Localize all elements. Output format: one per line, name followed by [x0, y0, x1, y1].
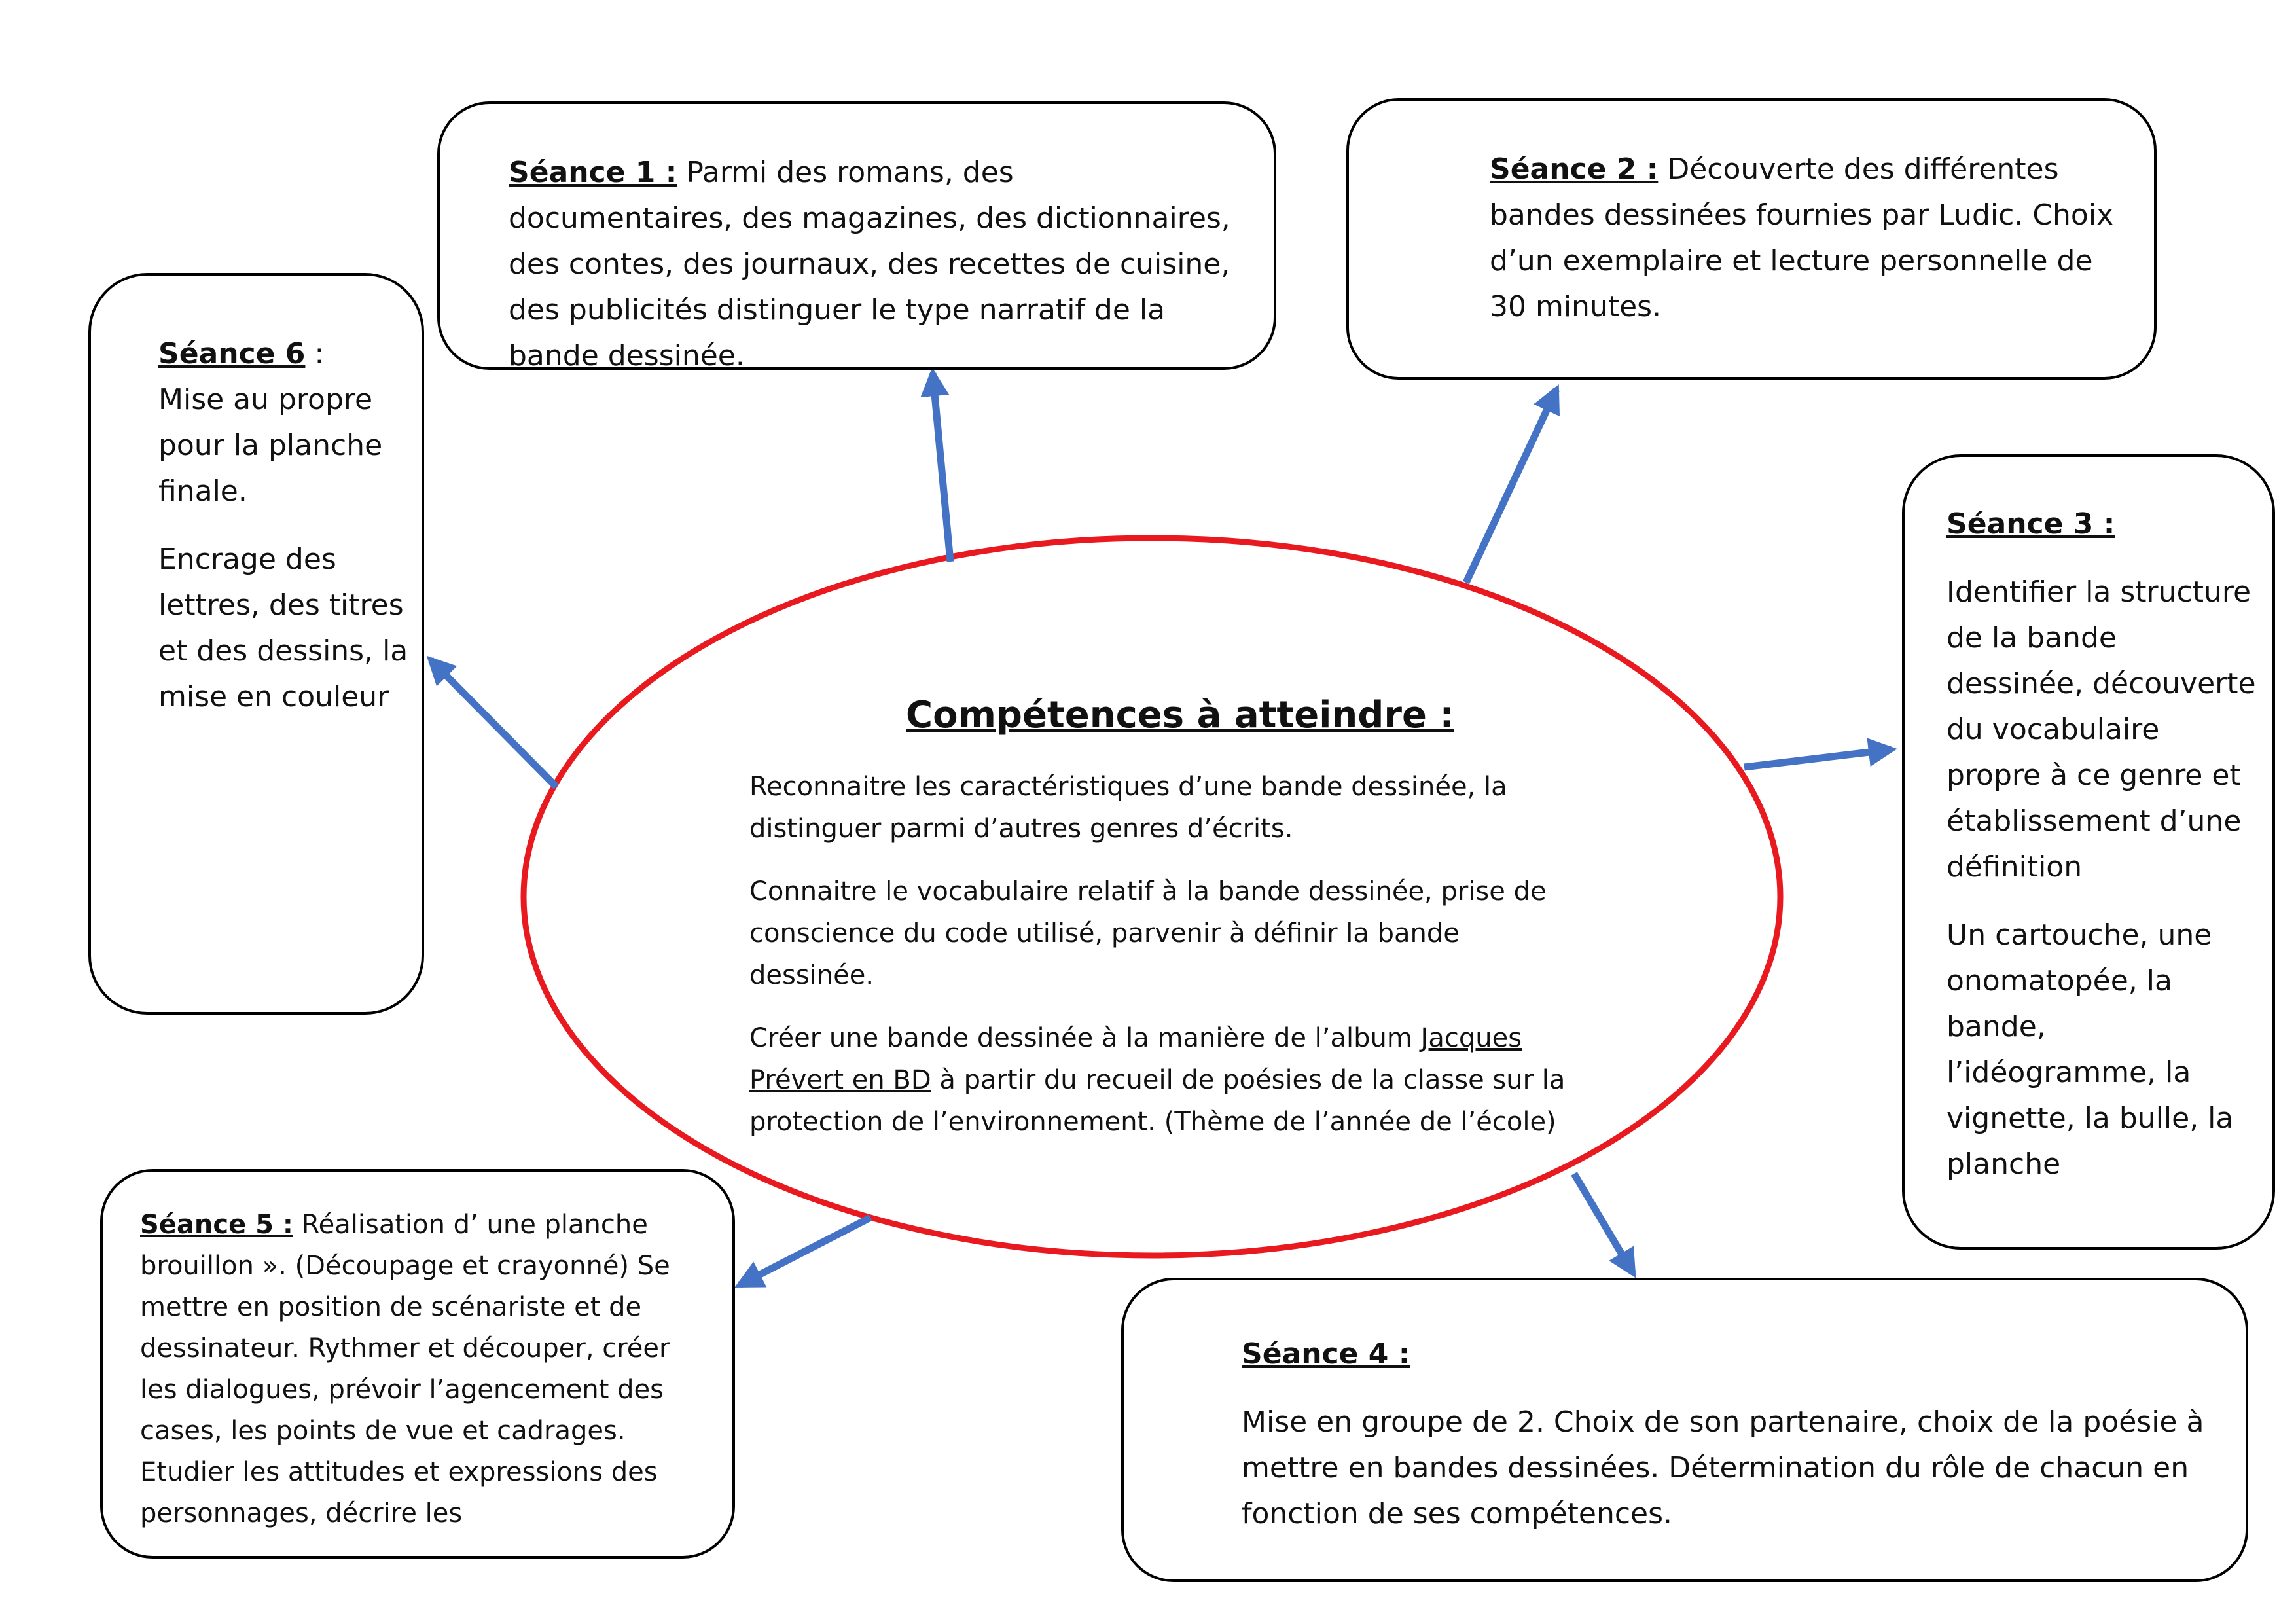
seance-1-box: Séance 1 : Parmi des romans, des documen…: [437, 101, 1276, 372]
seance-5-box: Séance 5 : Réalisation d’ une planche br…: [100, 1169, 735, 1559]
seance-2-text: Découverte des différentes bandes dessin…: [1490, 153, 2114, 323]
arrow-to-seance-6: [426, 655, 559, 789]
seance-3-label: Séance 3 :: [1946, 507, 2115, 541]
competences-text: Reconnaitre les caractéristiques d’une b…: [749, 766, 1581, 1164]
arrow-to-seance-1: [920, 367, 954, 562]
seance-5-label: Séance 5 :: [140, 1210, 293, 1240]
arrow-to-seance-3: [1744, 738, 1897, 771]
competence-1: Reconnaitre les caractéristiques d’une b…: [749, 772, 1507, 844]
seance-3-box: Séance 3 : Identifier la structure de la…: [1902, 454, 2275, 1250]
seance-2-label: Séance 2 :: [1490, 153, 1659, 186]
seance-1-label: Séance 1 :: [509, 156, 677, 189]
arrow-to-seance-5: [734, 1214, 872, 1288]
seance-3-objective: Identifier la structure de la bande dess…: [1946, 575, 2256, 884]
seance-3-vocabulary: Un cartouche, une onomatopée, la bande, …: [1946, 918, 2234, 1181]
seance-6-label: Séance 6: [158, 337, 306, 370]
seance-6-text-1: Mise au propre pour la planche finale.: [158, 383, 383, 508]
competence-3: Créer une bande dessinée à la manière de…: [749, 1023, 1566, 1137]
competences-title: Compétences à atteindre :: [906, 694, 1454, 736]
album-title: Jacques Prévert en BD: [749, 1023, 1522, 1095]
arrow-to-seance-4: [1571, 1172, 1636, 1278]
seance-5-text: Réalisation d’ une planche brouillon ». …: [140, 1210, 670, 1528]
seance-6-box: Séance 6 : Mise au propre pour la planch…: [88, 273, 424, 1015]
seance-4-label: Séance 4 :: [1242, 1337, 1410, 1371]
seance-2-box: Séance 2 : Découverte des différentes ba…: [1346, 98, 2157, 380]
central-ellipse: [520, 535, 1784, 1259]
seance-1-text: Parmi des romans, des documentaires, des…: [509, 156, 1230, 372]
seance-4-text: Mise en groupe de 2. Choix de son parten…: [1242, 1405, 2204, 1530]
arrow-to-seance-2: [1463, 384, 1560, 585]
competence-2: Connaitre le vocabulaire relatif à la ba…: [749, 876, 1547, 990]
seance-4-box: Séance 4 : Mise en groupe de 2. Choix de…: [1121, 1278, 2248, 1582]
seance-6-text-2: Encrage des lettres, des titres et des d…: [158, 543, 408, 713]
